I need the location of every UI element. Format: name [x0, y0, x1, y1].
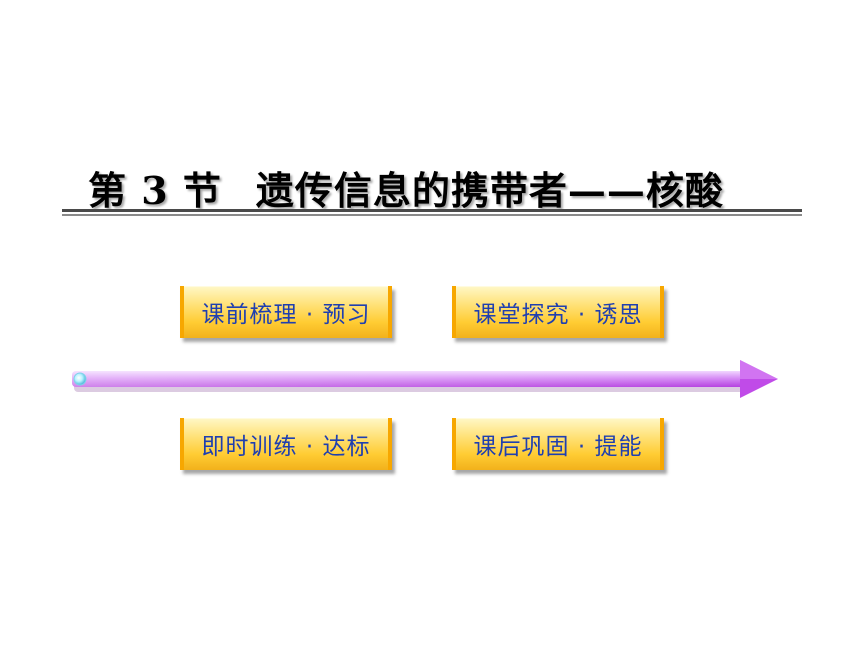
- title-underline-top: [62, 209, 802, 212]
- page-title: 第 3 节遗传信息的携带者——核酸: [88, 160, 724, 215]
- title-underline-bottom: [62, 214, 802, 216]
- section-number: 第 3 节: [88, 168, 222, 213]
- arrow-icon: [72, 360, 778, 398]
- inquiry-button[interactable]: 课堂探究 · 诱思: [452, 286, 664, 338]
- timeline-arrow: [70, 358, 780, 400]
- section-title: 遗传信息的携带者——核酸: [255, 168, 724, 213]
- practice-button[interactable]: 即时训练 · 达标: [180, 418, 392, 470]
- review-button[interactable]: 课后巩固 · 提能: [452, 418, 664, 470]
- preview-button[interactable]: 课前梳理 · 预习: [180, 286, 392, 338]
